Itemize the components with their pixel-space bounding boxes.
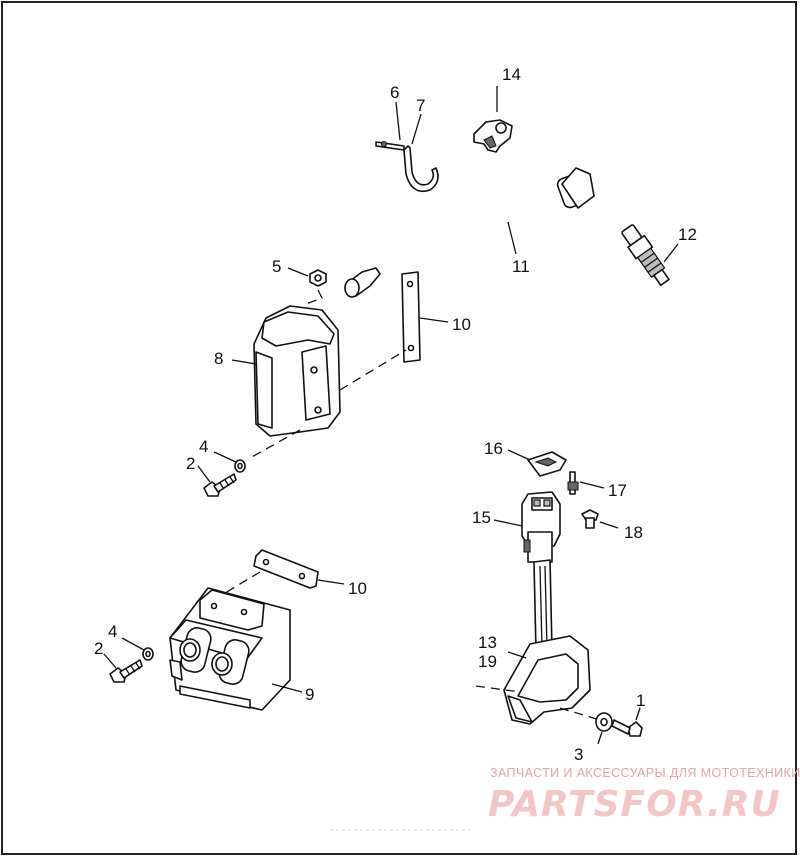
callout-10-upper: 10 — [452, 315, 471, 334]
watermark: ЗАПЧАСТИ И АКСЕССУАРЫ ДЛЯ МОТОТЕХНИКИ PA… — [488, 766, 800, 825]
callout-13: 13 — [478, 633, 497, 652]
callout-9: 9 — [305, 685, 314, 704]
callout-4-lower: 4 — [108, 622, 117, 641]
part-16-terminal — [507, 449, 567, 477]
part-14-clip — [473, 86, 513, 153]
callout-2-upper: 2 — [186, 454, 195, 473]
part-17-pin — [567, 471, 605, 495]
callout-6: 6 — [390, 83, 399, 102]
part-15-connector — [493, 491, 561, 563]
callout-3: 3 — [574, 745, 583, 764]
callout-11: 11 — [512, 257, 530, 276]
part-6-pin — [375, 101, 405, 151]
callout-18: 18 — [624, 523, 643, 542]
part-9-twin-coil — [169, 587, 303, 711]
part-10-lower-bracket — [219, 549, 345, 597]
part-7-hook — [403, 113, 439, 193]
part-2-lower-screw — [103, 653, 143, 683]
callout-2-lower: 2 — [94, 639, 103, 658]
callout-1: 1 — [636, 691, 645, 710]
watermark-tagline: ЗАПЧАСТИ И АКСЕССУАРЫ ДЛЯ МОТОТЕХНИКИ — [490, 766, 800, 780]
callout-5: 5 — [272, 257, 281, 276]
callout-4-upper: 4 — [199, 437, 208, 456]
callout-7: 7 — [416, 96, 425, 115]
callout-15: 15 — [472, 508, 491, 527]
part-10-upper-bracket — [401, 271, 449, 363]
watermark-logo: PARTSFOR.RU — [488, 784, 781, 825]
part-18-screw — [581, 509, 619, 529]
part-1-screw — [611, 707, 643, 737]
part-8-ignition-coil — [231, 305, 407, 459]
part-4-upper-washer — [213, 451, 246, 473]
callout-8: 8 — [214, 349, 223, 368]
part-3-washer — [595, 712, 613, 745]
part-13-19-module — [475, 559, 601, 725]
part-4-lower-washer — [121, 637, 154, 661]
callout-10-lower: 10 — [348, 579, 367, 598]
callout-17: 17 — [608, 481, 627, 500]
callout-12: 12 — [678, 225, 697, 244]
part-12-spark-plug — [621, 224, 679, 287]
callout-16: 16 — [484, 439, 503, 458]
part-2-upper-screw — [197, 465, 237, 497]
part-11-plug-wire — [344, 167, 595, 298]
callout-labels: 1 2 2 3 4 4 5 6 7 8 9 10 10 11 12 13 14 … — [94, 65, 697, 764]
part-5-nut — [287, 267, 327, 305]
callout-19: 19 — [478, 652, 497, 671]
callout-14: 14 — [502, 65, 521, 84]
